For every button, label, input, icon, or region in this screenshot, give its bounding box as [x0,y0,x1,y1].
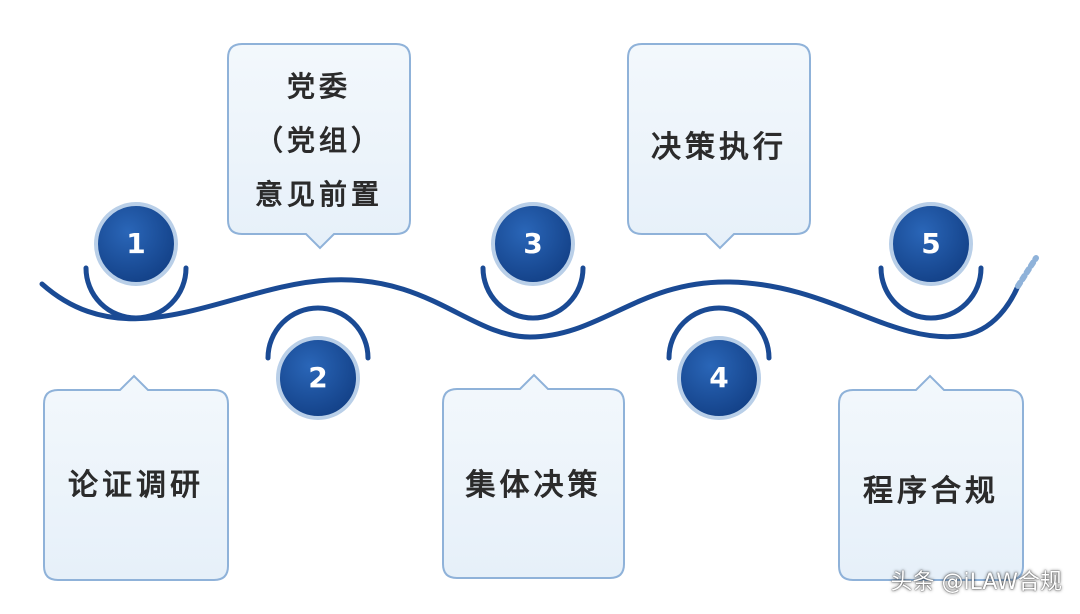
card-step-5 [838,374,1024,581]
marker-step-4 [666,305,772,420]
card-step-4 [627,43,811,250]
step-label-2-line-2: （党组） [254,124,383,157]
step-number-3: 3 [523,227,543,260]
card-step-2 [227,43,411,250]
step-number-2: 2 [308,361,328,394]
step-number-1: 1 [126,227,146,260]
watermark: 头条 @iLAW合规 [890,570,1062,595]
step-label-3: 集体决策 [465,468,602,503]
step-label-2-line-3: 意见前置 [254,178,383,211]
step-number-4: 4 [709,361,729,394]
step-label-5: 程序合规 [863,474,999,509]
marker-step-1 [83,202,189,321]
marker-step-3 [480,202,586,321]
step-label-1: 论证调研 [68,468,204,503]
arrow-tip-icon [1015,255,1039,289]
step-label-2: 党委 （党组） 意见前置 [228,60,410,222]
marker-step-5 [878,202,984,321]
card-step-3 [442,373,625,579]
marker-step-2 [265,305,371,420]
card-step-1 [43,374,229,581]
step-label-2-line-1: 党委 [286,70,351,103]
step-number-5: 5 [921,227,941,260]
step-label-4: 决策执行 [651,130,787,165]
timeline-wave [39,277,1021,340]
